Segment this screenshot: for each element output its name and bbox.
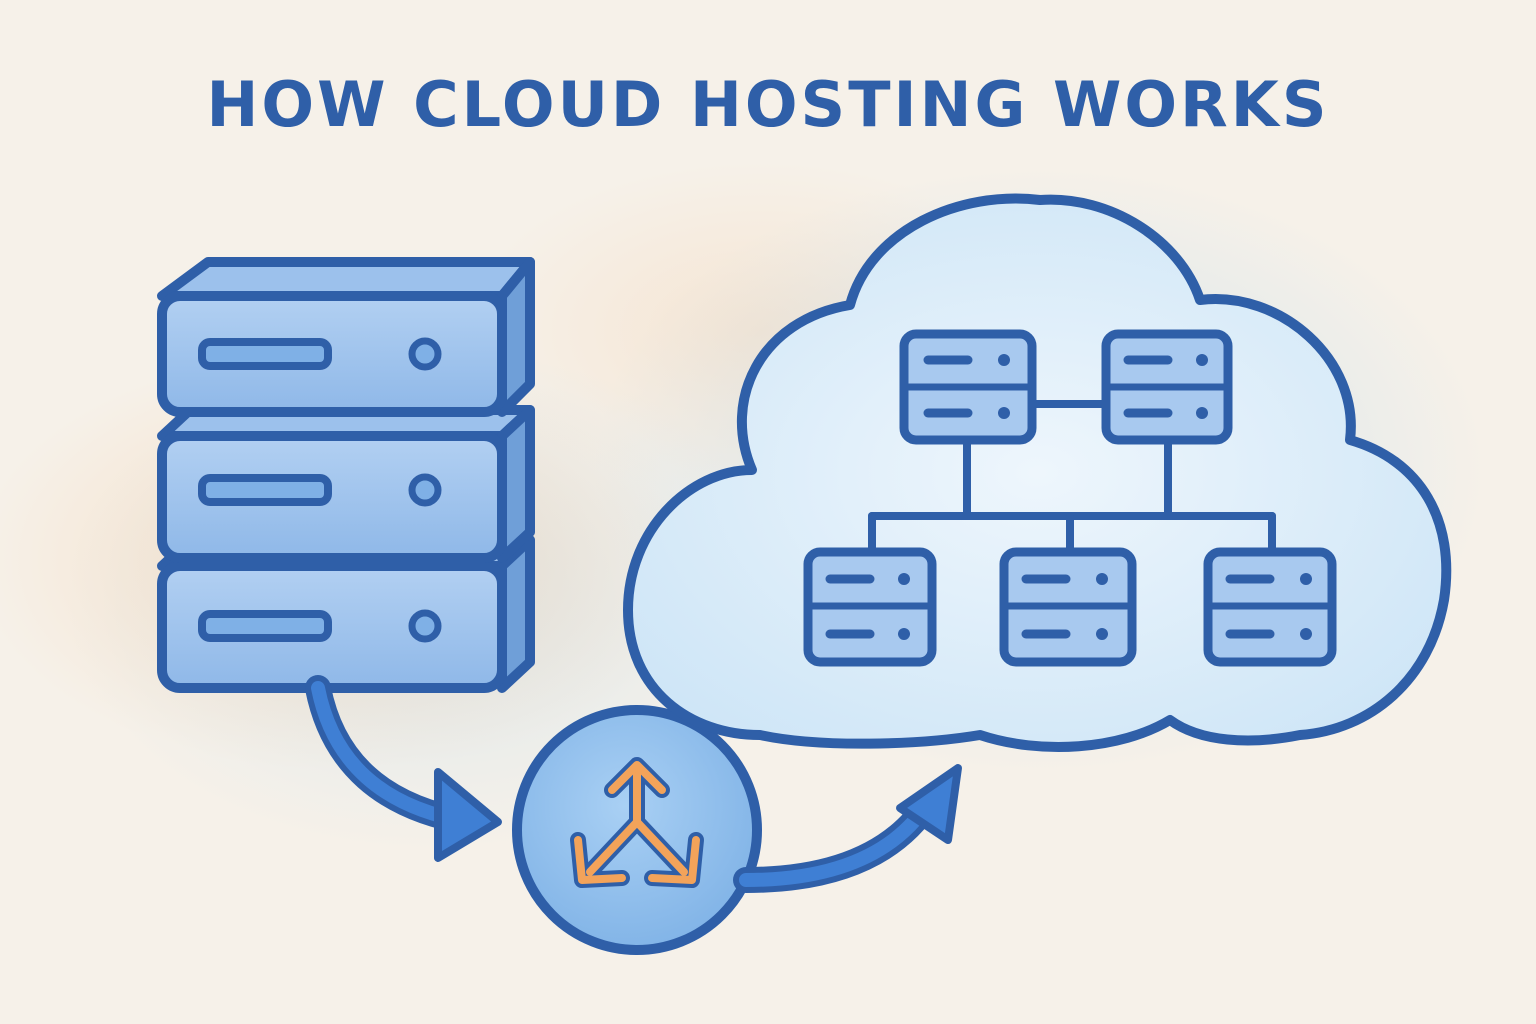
cloud-server-bottom-center — [999, 547, 1137, 667]
server-unit-top — [157, 257, 535, 417]
cloud-server-top-left — [899, 329, 1037, 445]
server-unit-middle — [157, 405, 535, 563]
arrow-server-to-balancer — [305, 675, 502, 862]
cloud-server-top-right — [1101, 329, 1233, 445]
page-title: HOW CLOUD HOSTING WORKS — [206, 68, 1330, 141]
cloud-server-bottom-right — [1203, 547, 1337, 667]
load-balancer-icon — [512, 705, 762, 955]
server-stack-icon — [157, 257, 535, 693]
arrow-balancer-to-cloud — [733, 764, 962, 893]
cloud-server-bottom-left — [803, 547, 937, 667]
network-connectors — [868, 400, 1276, 554]
